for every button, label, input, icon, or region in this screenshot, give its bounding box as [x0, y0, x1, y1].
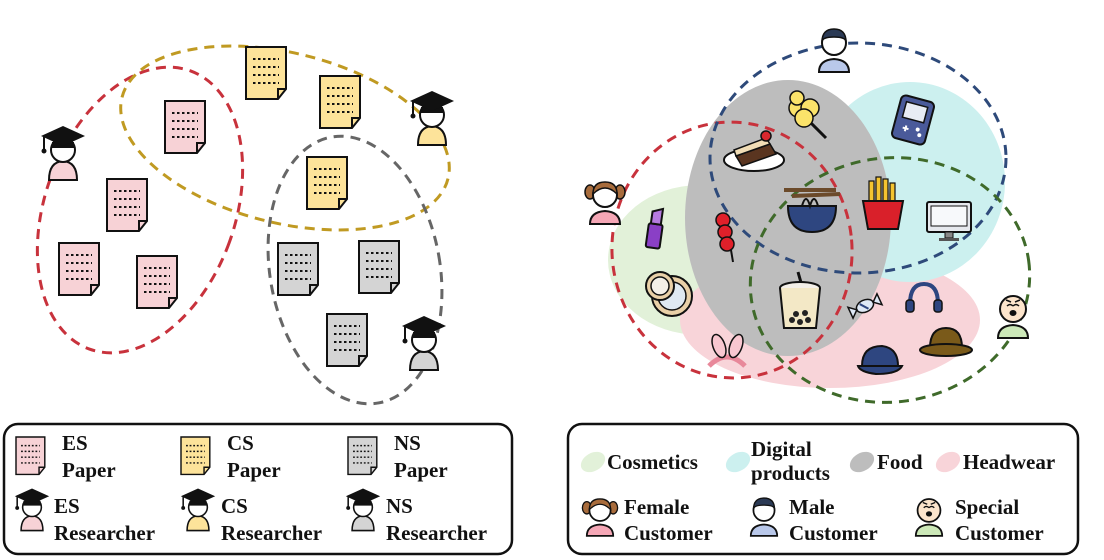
ns-paper-icon: [277, 242, 319, 296]
male-customer-icon: [818, 28, 850, 73]
noodle-bowl-icon: [784, 188, 841, 234]
cs-paper-icon: [245, 46, 287, 100]
lipstick-icon: [644, 207, 665, 250]
food-swatch: [849, 451, 875, 473]
headphones-icon: [905, 281, 943, 313]
es-hyperedge: [35, 65, 245, 355]
bowler-hat-icon: [919, 326, 973, 357]
game-console-icon: [891, 94, 935, 146]
cake-icon: [723, 130, 785, 172]
candy-floss-icon: [788, 90, 828, 140]
special-hyperedge: [748, 156, 1032, 404]
es-paper-icon: [136, 255, 178, 309]
fries-icon: [861, 176, 905, 230]
cs-hyperedge: [119, 44, 451, 232]
ns-hyperedge: [266, 134, 444, 406]
bunny-ears-icon: [707, 333, 747, 368]
left-hypergraph: [35, 44, 455, 406]
cs-paper-icon: [319, 75, 361, 129]
ns-paper-icon: [326, 313, 368, 367]
cosmetics-swatch: [580, 451, 606, 473]
ns-paper-legend-icon: [347, 436, 378, 476]
ns-paper-icon: [358, 240, 400, 294]
ns-researcher-icon: [401, 315, 447, 371]
legend-cosmetics: Cosmetics: [607, 450, 698, 474]
compact-mirror-icon: [645, 271, 693, 317]
es-researcher-icon: [40, 125, 86, 181]
es-paper-icon: [106, 178, 148, 232]
tanghulu-icon: [715, 212, 735, 263]
headwear-swatch: [935, 451, 961, 473]
cs-paper-icon: [306, 156, 348, 210]
special-customer-icon: [997, 295, 1029, 339]
right-hypergraph: [584, 28, 1032, 404]
candy-icon: [846, 292, 884, 320]
digital-swatch: [725, 451, 751, 473]
es-paper-icon: [164, 100, 206, 154]
male-customer-legend-icon: [749, 497, 779, 537]
cs-researcher-icon: [409, 90, 455, 146]
cs-paper-legend-icon: [180, 436, 211, 476]
male-hyperedge: [708, 41, 1008, 275]
monitor-icon: [926, 201, 972, 241]
cap-icon: [856, 344, 904, 376]
es-paper-icon: [58, 242, 100, 296]
legend-food: Food: [877, 450, 923, 474]
legend-headwear: Headwear: [963, 450, 1055, 474]
es-paper-legend-icon: [15, 436, 46, 476]
bubble-tea-icon: [779, 271, 821, 329]
special-customer-legend-icon: [914, 498, 944, 537]
